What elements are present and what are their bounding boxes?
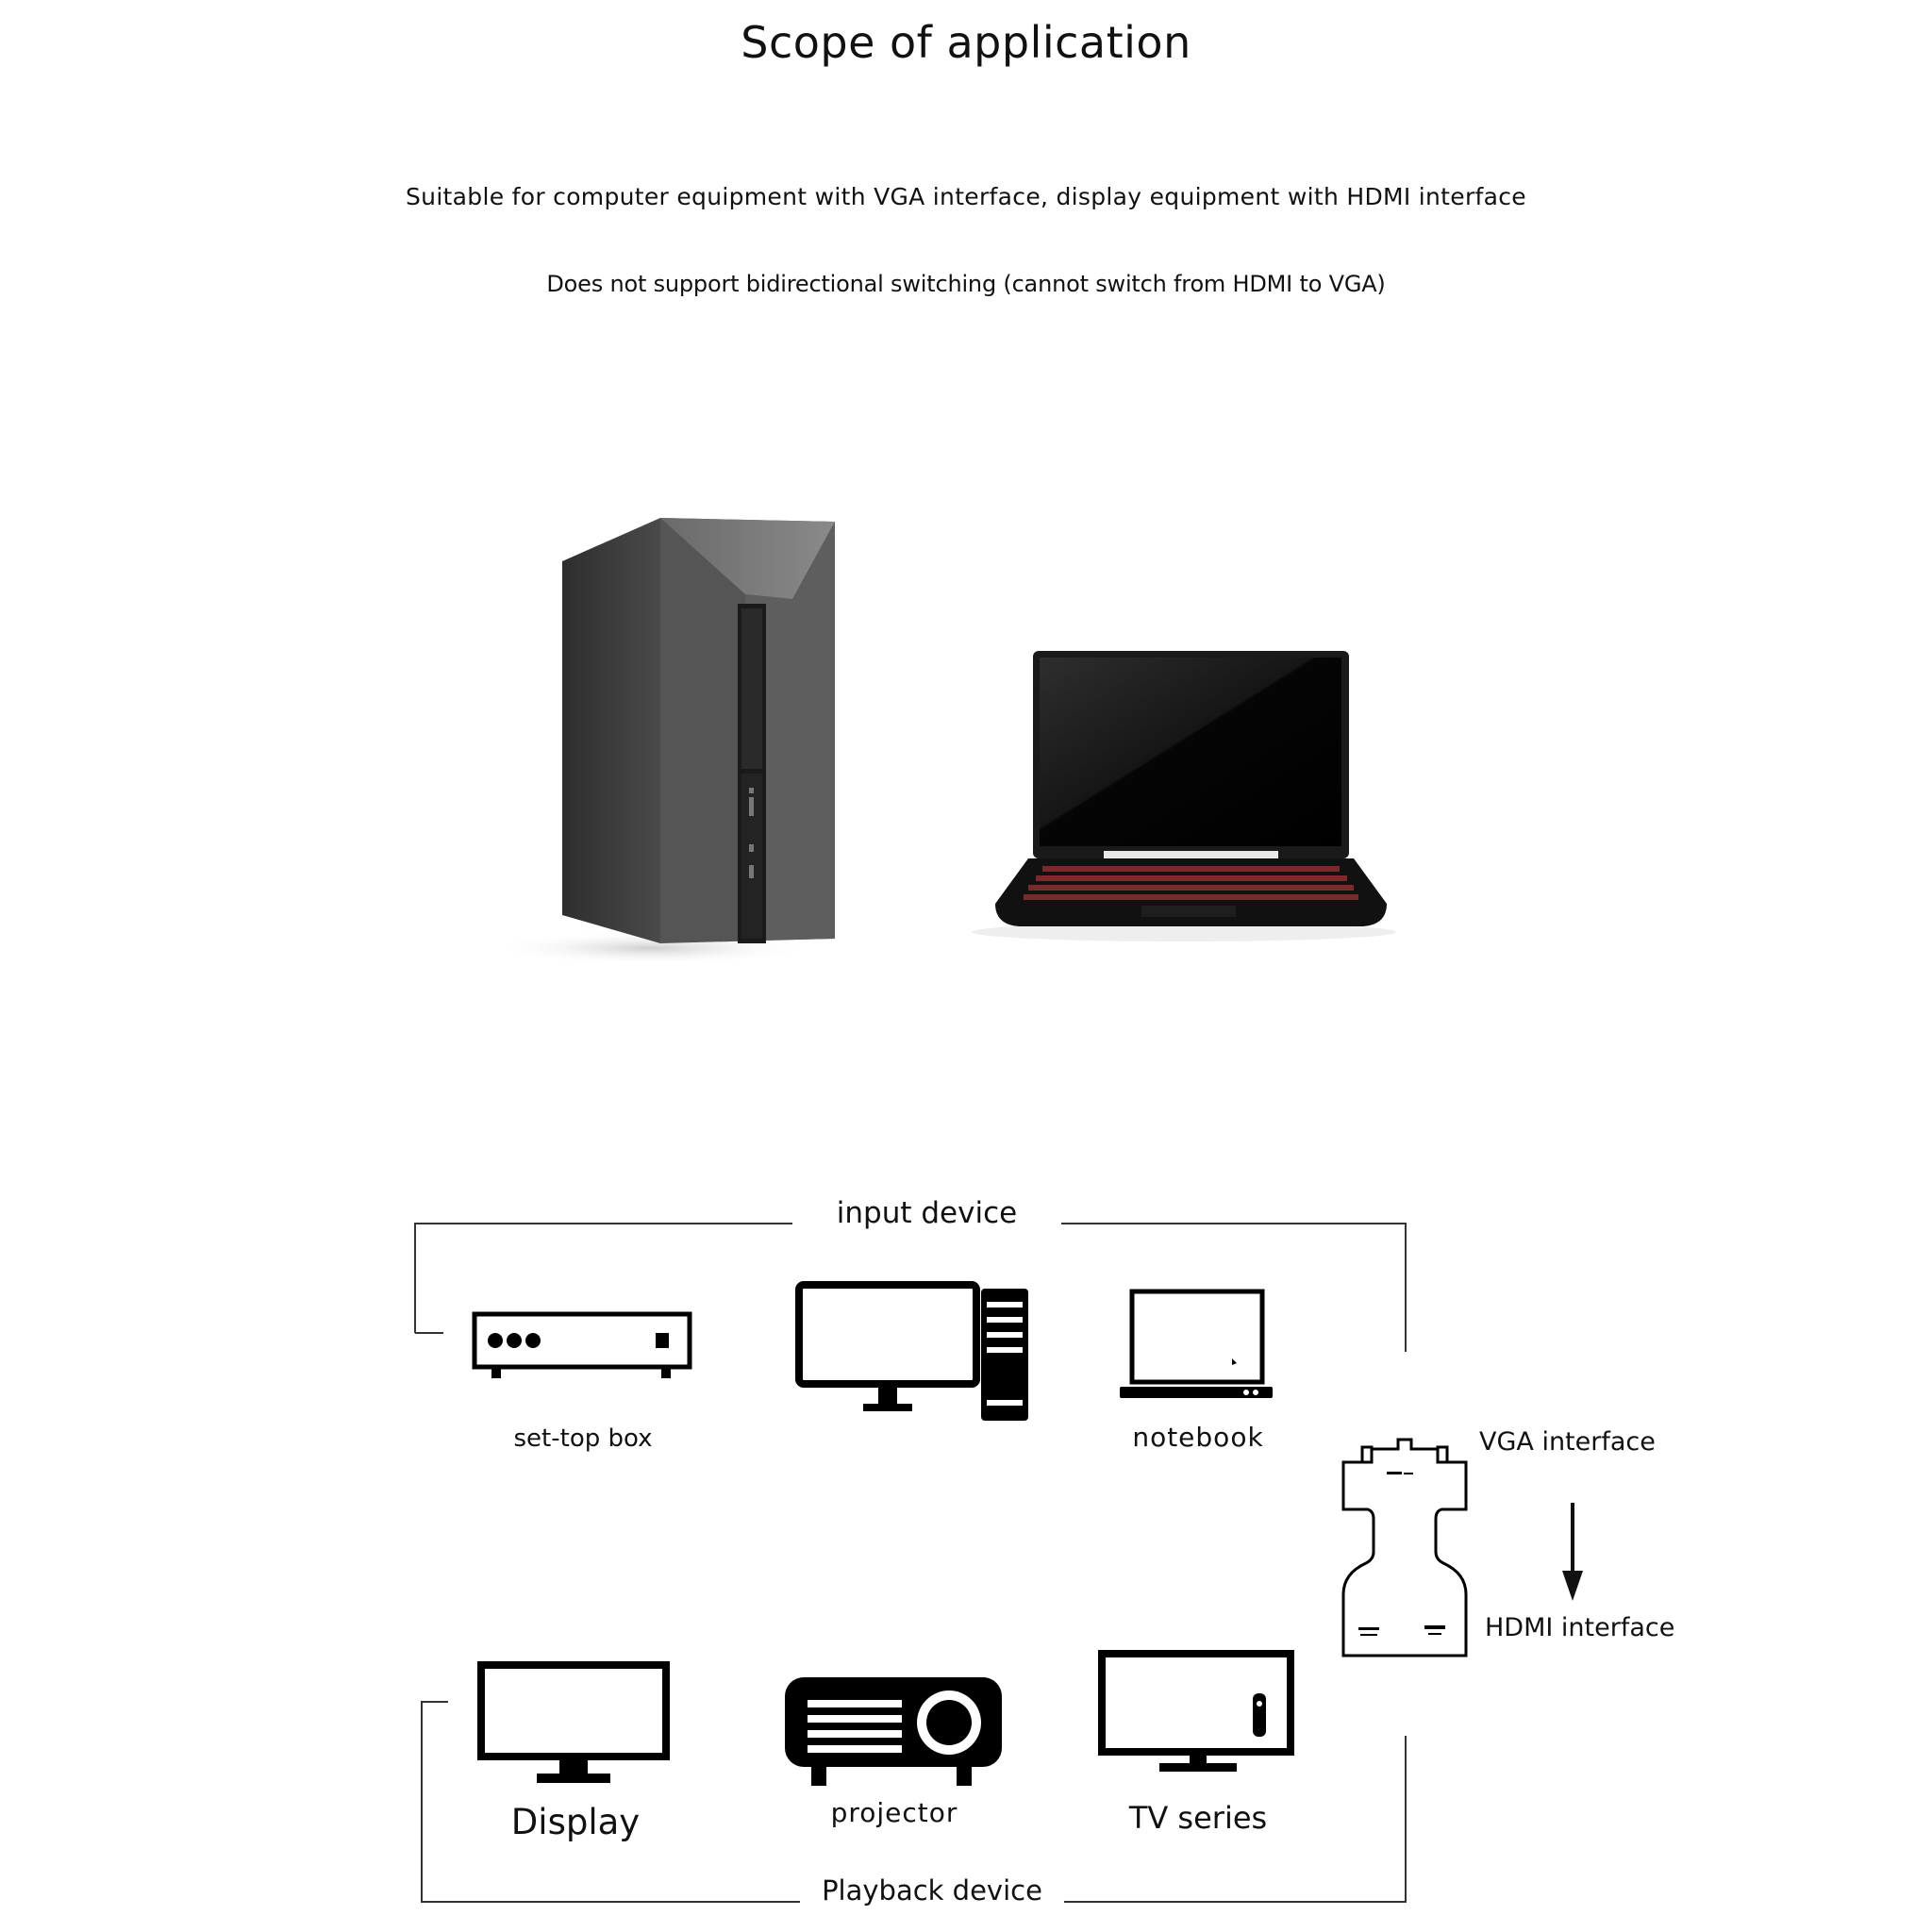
- notebook-icon: [1120, 1289, 1273, 1398]
- hdmi-interface-label: HDMI interface: [1485, 1613, 1675, 1642]
- tv-series-label: TV series: [1128, 1800, 1268, 1836]
- vga-interface-label: VGA interface: [1479, 1427, 1656, 1457]
- notebook-label: notebook: [1132, 1422, 1264, 1453]
- arrow-down-icon: [1562, 1503, 1583, 1601]
- desktop-tower-icon: [491, 518, 835, 965]
- tv-icon: [1098, 1650, 1294, 1772]
- projector-icon: [785, 1677, 1002, 1786]
- vga-hdmi-adapter-icon: [1341, 1438, 1468, 1657]
- display-monitor-icon: [477, 1661, 670, 1783]
- laptop-icon: [972, 651, 1396, 941]
- description-limitation: Does not support bidirectional switching…: [546, 271, 1386, 297]
- description-compatibility: Suitable for computer equipment with VGA…: [406, 183, 1526, 210]
- page-title: Scope of application: [741, 17, 1191, 68]
- laptop-keyboard: [1024, 866, 1358, 900]
- set-top-box-label: set-top box: [513, 1424, 653, 1453]
- display-label: Display: [510, 1802, 641, 1842]
- desktop-computer-icon: [795, 1281, 1028, 1421]
- set-top-box-icon: [472, 1311, 692, 1378]
- input-device-label: input device: [836, 1196, 1018, 1230]
- playback-device-label: Playback device: [822, 1874, 1042, 1907]
- projector-label: projector: [830, 1797, 958, 1828]
